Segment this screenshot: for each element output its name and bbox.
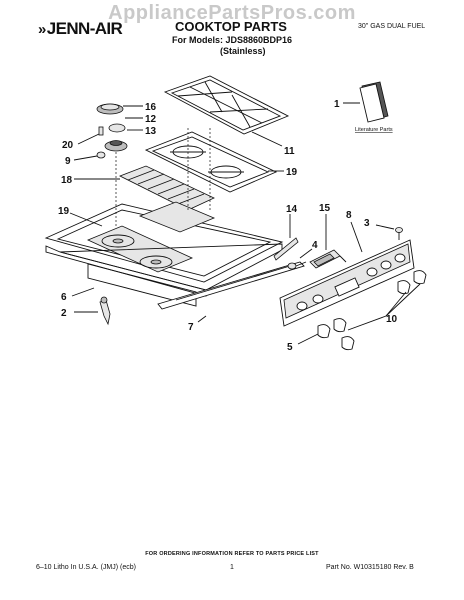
product-type: 30" GAS DUAL FUEL [358,23,426,30]
leader-20 [77,133,100,145]
leader-9 [73,155,98,161]
spark-module [287,261,307,270]
callout-11: 11 [284,146,295,157]
callout-14: 14 [286,204,298,215]
models-line: For Models: JDS8860BDP16 [172,35,293,45]
callout-9: 9 [65,156,71,167]
rear-grate [163,75,290,135]
callout-19-grate: 19 [286,167,298,178]
knob [317,324,331,339]
callout-10: 10 [386,314,398,325]
leader-7 [197,315,207,323]
leader-4 [299,248,313,259]
burner-orifice [96,151,106,159]
front-trim-strip [157,261,305,310]
callout-20: 20 [62,140,74,151]
callout-3: 3 [364,218,370,229]
burner-ring [108,123,126,133]
cooktop-top [44,201,284,283]
ordering-note: FOR ORDERING INFORMATION REFER TO PARTS … [145,551,319,557]
leader-10c [385,283,421,317]
callout-8: 8 [346,210,352,221]
watermark-text: AppliancePartsPros.com [108,2,356,24]
callout-6: 6 [61,292,67,303]
leader-10a [347,315,387,331]
igniter [99,296,111,326]
finish-label: (Stainless) [220,46,266,56]
callout-13: 13 [145,126,157,137]
panel-screw [395,227,403,240]
leader-3 [375,224,395,230]
burner-components [96,103,128,159]
leader-19b [69,212,103,227]
callout-12: 12 [145,114,157,125]
knob [333,318,347,333]
control-knobs [317,270,427,351]
literature-booklet [359,81,389,123]
switch-harness [309,249,347,269]
callout-2: 2 [61,308,67,319]
part-number: Part No. W10315180 Rev. B [326,564,414,571]
leader-5 [297,333,319,345]
knob [397,280,411,295]
brand-logo-text: JENN-AIR [46,19,123,38]
callout-1: 1 [334,99,340,110]
callout-19-top: 19 [58,206,70,217]
leader-6 [71,287,95,297]
callout-16: 16 [145,102,157,113]
control-panel [279,239,415,327]
callout-5: 5 [287,342,293,353]
callout-4: 4 [312,240,318,251]
brand-logo-mark: » [38,21,46,38]
callout-7: 7 [188,322,194,333]
leader-8 [350,221,363,253]
grill-grate [119,165,215,211]
brand-logo: »JENN-AIR [38,19,123,39]
leader-11 [251,131,283,147]
page-number: 1 [230,564,234,571]
side-bracket [273,237,299,261]
print-info: 6–10 Litho In U.S.A. (JMJ) (ecb) [36,564,136,571]
burner-screw [98,126,104,136]
callout-18: 18 [61,175,73,186]
knob [341,336,355,351]
leader-10b [385,291,407,317]
literature-label: Literature Parts [355,127,393,133]
page-title: COOKTOP PARTS [175,19,287,34]
callout-15: 15 [319,203,331,214]
knob [413,270,427,285]
